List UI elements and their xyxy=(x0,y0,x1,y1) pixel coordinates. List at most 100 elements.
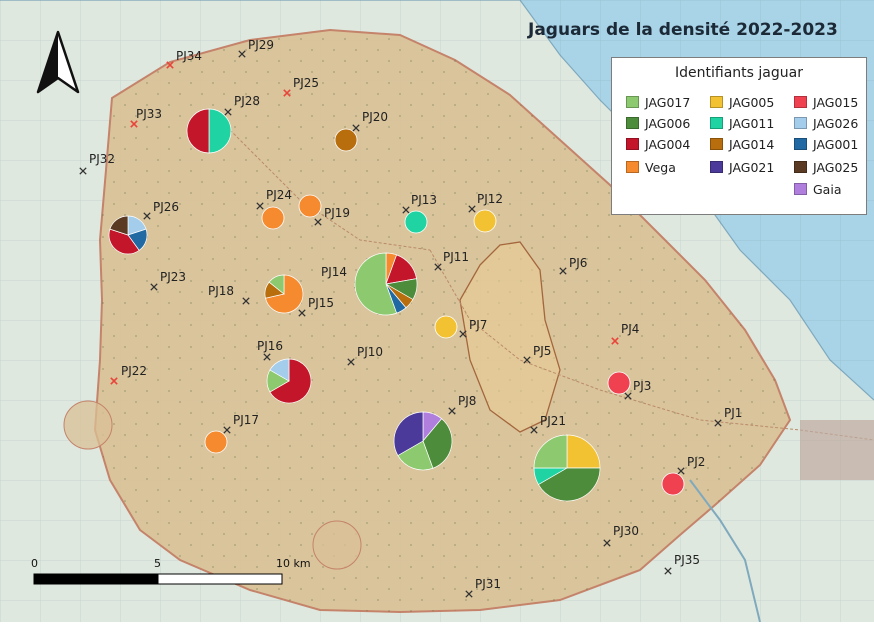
station-marker-pj30 xyxy=(603,539,611,547)
detection-pie-pj8 xyxy=(393,411,453,471)
pie-slice-vega xyxy=(298,194,322,218)
station-labels: PJ34PJ29PJ25PJ33PJ28PJ20PJ32PJ24PJ19PJ26… xyxy=(89,38,742,591)
station-label-pj15: PJ15 xyxy=(308,296,334,310)
detection-pie-pj3 xyxy=(607,371,631,395)
pie-slice-jag004 xyxy=(186,108,210,154)
detection-pie-pj21 xyxy=(533,434,601,502)
station-marker-pj34 xyxy=(166,61,174,69)
station-marker-pj23 xyxy=(150,283,158,291)
legend-swatch xyxy=(794,138,807,150)
legend-item-jag011: JAG011 xyxy=(710,115,774,131)
legend-item-vega: Vega xyxy=(626,159,676,175)
station-label-pj16: PJ16 xyxy=(257,339,283,353)
station-marker-pj4 xyxy=(611,337,619,345)
map-title: Jaguars de la densité 2022-2023 xyxy=(528,20,838,40)
town-boundary xyxy=(459,241,561,433)
station-marker-pj3 xyxy=(624,392,632,400)
legend-label: JAG026 xyxy=(813,115,859,131)
legend-label: JAG014 xyxy=(729,136,775,152)
station-marker-pj31 xyxy=(465,590,473,598)
legend-swatch xyxy=(710,161,723,173)
detection-pie-pj7 xyxy=(434,315,458,339)
station-marker-pj22 xyxy=(110,377,118,385)
detection-pie-pj16 xyxy=(266,358,312,404)
pie-slice-jag017 xyxy=(533,434,568,469)
station-markers xyxy=(79,50,722,598)
station-label-pj14: PJ14 xyxy=(321,265,347,279)
legend-label: JAG011 xyxy=(729,115,775,131)
station-marker-pj12 xyxy=(468,205,476,213)
scale-bar xyxy=(33,573,283,585)
station-marker-pj20 xyxy=(352,124,360,132)
detection-pie-pj12 xyxy=(473,209,497,233)
station-label-pj35: PJ35 xyxy=(674,553,700,567)
station-marker-pj28 xyxy=(224,108,232,116)
detection-pie-pj19 xyxy=(298,194,322,218)
station-label-pj32: PJ32 xyxy=(89,152,115,166)
station-marker-pj5 xyxy=(523,356,531,364)
station-label-pj30: PJ30 xyxy=(613,524,639,538)
legend-item-jag026: JAG026 xyxy=(794,115,858,131)
buffer-circle xyxy=(63,400,113,450)
pie-slice-jag004 xyxy=(269,358,312,404)
station-label-pj11: PJ11 xyxy=(443,250,469,264)
station-label-pj4: PJ4 xyxy=(621,322,639,336)
pie-slice-jag017 xyxy=(397,440,434,471)
urban-area xyxy=(800,420,874,480)
station-marker-pj1 xyxy=(714,419,722,427)
station-marker-pj35 xyxy=(664,567,672,575)
detection-pie-pj28 xyxy=(186,108,232,154)
pie-slice-jag015 xyxy=(661,472,685,496)
scale-label-10km: 10 km xyxy=(276,557,311,570)
station-label-pj25: PJ25 xyxy=(293,76,319,90)
pie-slice-jag011 xyxy=(404,210,428,234)
detection-pie-pj20 xyxy=(334,128,358,152)
legend-label: JAG021 xyxy=(729,159,775,175)
station-label-pj6: PJ6 xyxy=(569,256,587,270)
legend-item-jag006: JAG006 xyxy=(626,115,690,131)
detection-pie-pj15 xyxy=(264,274,304,314)
pie-slice-jag014 xyxy=(334,128,358,152)
station-marker-pj32 xyxy=(79,167,87,175)
station-label-pj24: PJ24 xyxy=(266,188,292,202)
pie-slice-jag005 xyxy=(566,434,601,469)
station-label-pj7: PJ7 xyxy=(469,318,487,332)
station-marker-pj29 xyxy=(238,50,246,58)
station-label-pj18: PJ18 xyxy=(208,284,234,298)
station-label-pj23: PJ23 xyxy=(160,270,186,284)
legend-item-jag014: JAG014 xyxy=(710,136,774,152)
station-marker-pj6 xyxy=(559,267,567,275)
legend-label: Gaia xyxy=(813,181,842,197)
detection-pie-pj13 xyxy=(404,210,428,234)
station-label-pj20: PJ20 xyxy=(362,110,388,124)
north-arrow-icon xyxy=(36,30,80,94)
pie-slice-vega xyxy=(261,206,285,230)
station-marker-pj17 xyxy=(223,426,231,434)
station-label-pj2: PJ2 xyxy=(687,455,705,469)
station-label-pj21: PJ21 xyxy=(540,414,566,428)
pie-slice-jag006 xyxy=(537,467,601,502)
detection-pie-pj24 xyxy=(261,206,285,230)
station-label-pj31: PJ31 xyxy=(475,577,501,591)
station-label-pj26: PJ26 xyxy=(153,200,179,214)
scale-label-0: 0 xyxy=(31,557,38,570)
pie-slice-jag017 xyxy=(354,252,398,316)
legend-label: JAG006 xyxy=(645,115,691,131)
legend-label: JAG015 xyxy=(813,94,859,110)
pie-slice-jag017 xyxy=(268,274,285,295)
station-marker-pj8 xyxy=(448,407,456,415)
legend-swatch xyxy=(626,96,639,108)
station-label-pj33: PJ33 xyxy=(136,107,162,121)
station-marker-pj16 xyxy=(263,353,271,361)
legend-swatch xyxy=(794,117,807,129)
detection-pies xyxy=(108,108,685,502)
detection-pie-pj14 xyxy=(354,252,418,316)
pie-slice-jag005 xyxy=(434,315,458,339)
detection-pie-pj17 xyxy=(204,430,228,454)
legend-item-jag021: JAG021 xyxy=(710,159,774,175)
legend-swatch xyxy=(794,161,807,173)
station-label-pj22: PJ22 xyxy=(121,364,147,378)
legend-label: JAG017 xyxy=(645,94,691,110)
detection-pie-pj2 xyxy=(661,472,685,496)
